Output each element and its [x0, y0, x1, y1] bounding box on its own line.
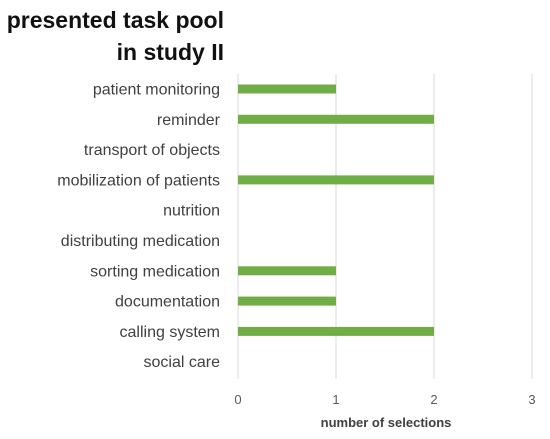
category-label: reminder	[157, 112, 221, 129]
bar	[238, 114, 434, 124]
chart-title-line-2: in study II	[116, 39, 224, 65]
x-axis-label: number of selections	[321, 415, 452, 430]
category-label: nutrition	[163, 203, 220, 220]
category-label: distributing medication	[61, 233, 220, 250]
category-label: calling system	[120, 324, 220, 341]
x-tick-label-0: 0	[234, 392, 241, 407]
bar	[238, 175, 434, 185]
category-label: social care	[144, 354, 221, 371]
x-tick-label-3: 3	[528, 392, 535, 407]
bar	[238, 326, 434, 336]
category-label: patient monitoring	[93, 82, 220, 99]
bar	[238, 296, 336, 306]
x-tick-labels: 0 1 2 3	[234, 392, 535, 407]
category-label: mobilization of patients	[57, 172, 220, 189]
bar	[238, 266, 336, 276]
x-tick-label-1: 1	[332, 392, 339, 407]
chart-title-line-1: presented task pool	[6, 7, 224, 33]
bars	[238, 84, 434, 336]
x-tick-label-2: 2	[430, 392, 437, 407]
category-label: transport of objects	[84, 142, 220, 159]
category-label: sorting medication	[90, 263, 220, 280]
bar	[238, 84, 336, 94]
category-labels: patient monitoring reminder transport of o…	[57, 82, 220, 372]
category-label: documentation	[115, 294, 220, 311]
